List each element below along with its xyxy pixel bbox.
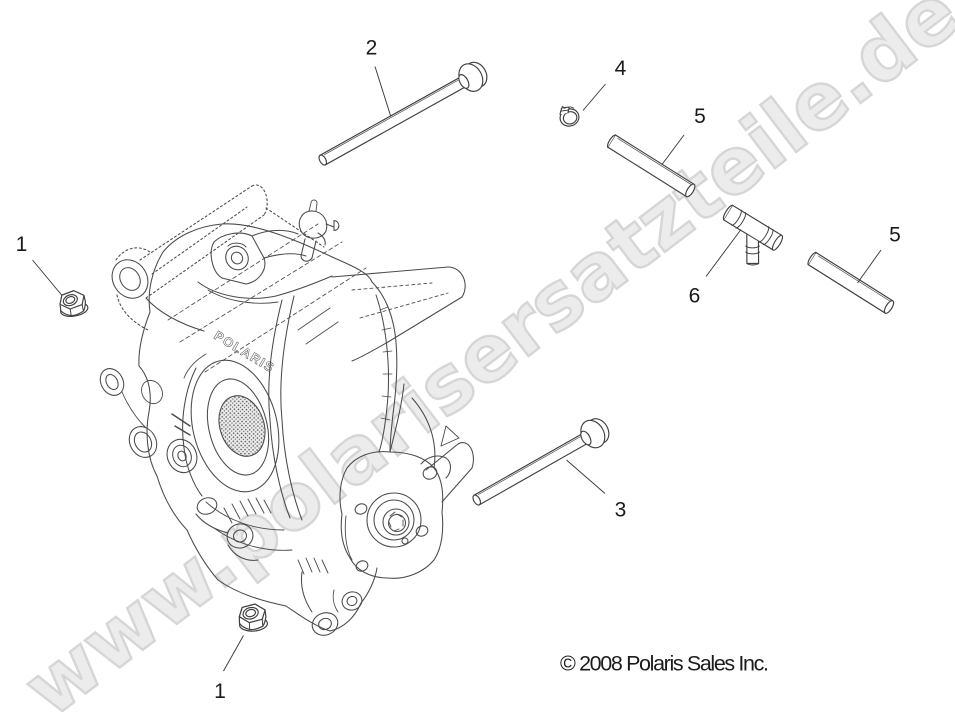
callout-label-5-upper: 5 [694, 105, 706, 128]
loose-parts [59, 61, 895, 632]
gearcase-breather-fitting [298, 199, 340, 262]
case-logo-text: POLARIS [211, 328, 277, 376]
gearcase-body [99, 223, 398, 636]
gearcase-top-bracket [197, 229, 333, 304]
callout-leader-6 [705, 229, 742, 277]
callout-leader-1-left [32, 259, 63, 296]
callout-label-2: 2 [366, 37, 378, 60]
callouts [32, 66, 882, 672]
part-hose-clamp [559, 105, 580, 127]
part-vent-tube-lower [807, 251, 895, 314]
callout-leader-5-upper [661, 134, 685, 165]
gearcase-rear-arm [331, 266, 466, 362]
part-vent-tube-upper [606, 134, 696, 198]
part-flange-bolt-lower [472, 418, 610, 506]
callout-label-1-left: 1 [16, 233, 28, 256]
gearcase-drawing: POLARIS [99, 184, 474, 636]
callout-labels: 1 1 2 3 4 5 5 6 [16, 37, 901, 704]
part-flange-nut-left [59, 290, 89, 317]
part-flange-nut-bottom [238, 603, 268, 632]
callout-leader-3 [566, 459, 606, 494]
callout-leader-2 [374, 66, 391, 116]
part-flange-bolt-upper [318, 61, 488, 166]
callout-label-3: 3 [615, 499, 627, 522]
callout-leader-4 [582, 83, 606, 111]
callout-leader-5-lower [857, 249, 882, 284]
callout-label-4: 4 [615, 57, 627, 80]
part-tee-fitting [722, 204, 784, 266]
callout-label-6: 6 [689, 285, 701, 308]
callout-label-5-lower: 5 [889, 224, 901, 247]
watermark-text: www.polarisersatzteile.de [8, 0, 955, 712]
copyright-text: © 2008 Polaris Sales Inc. [560, 652, 769, 676]
gearcase-output-flange [339, 383, 474, 579]
callout-leader-1-bottom [223, 635, 244, 672]
callout-label-1-bottom: 1 [214, 680, 226, 703]
